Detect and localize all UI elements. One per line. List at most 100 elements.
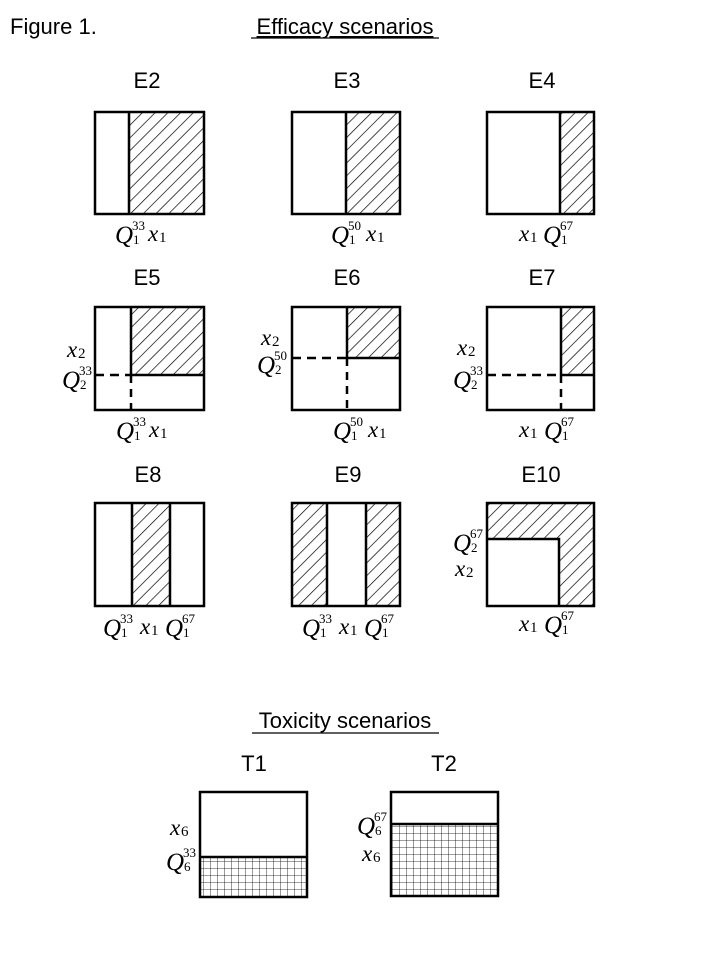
q-subscript: 1 [320, 625, 327, 640]
x-subscript: 1 [379, 426, 387, 442]
cut-line [487, 537, 561, 606]
figure-label: Figure 1. [10, 14, 97, 39]
hatched-region [347, 307, 400, 358]
x-subscript: 2 [272, 334, 280, 350]
q-subscript: 6 [184, 859, 191, 874]
x-symbol: x [367, 417, 379, 442]
panel-title-e8: E8 [135, 462, 162, 487]
q-symbol: Q [364, 615, 382, 642]
x-symbol: x [365, 221, 377, 246]
panel-title-e4: E4 [529, 68, 556, 93]
q-subscript: 1 [562, 428, 569, 443]
x-subscript: 6 [181, 824, 189, 840]
q-symbol: Q [544, 612, 562, 639]
q-symbol: Q [103, 615, 121, 642]
q-superscript: 33 [133, 414, 146, 429]
q-subscript: 2 [471, 377, 478, 392]
panel-box [290, 305, 402, 412]
panel-title-e2: E2 [134, 68, 161, 93]
q-subscript: 1 [134, 428, 141, 443]
panel-box [93, 501, 206, 608]
q-subscript: 1 [133, 232, 140, 247]
q-subscript: 6 [375, 823, 382, 838]
q-subscript: 1 [183, 625, 190, 640]
q-superscript: 67 [381, 611, 395, 626]
q-subscript: 1 [561, 232, 568, 247]
x-symbol: x [454, 556, 466, 581]
q-superscript: 67 [561, 608, 575, 623]
q-superscript: 67 [561, 414, 575, 429]
x-symbol: x [169, 815, 181, 840]
q-subscript: 2 [275, 362, 282, 377]
x-symbol: x [518, 417, 530, 442]
q-superscript: 67 [374, 809, 388, 824]
x-symbol: x [361, 841, 373, 866]
hatched-region [129, 112, 204, 214]
panel-title-e10: E10 [521, 462, 560, 487]
panel-title-e9: E9 [335, 462, 362, 487]
x-subscript: 6 [373, 850, 381, 866]
q-symbol: Q [257, 352, 275, 379]
panel-title-e5: E5 [134, 265, 161, 290]
hatched-region [487, 503, 594, 606]
panel-box [290, 501, 402, 608]
x-symbol: x [139, 614, 151, 639]
q-superscript: 50 [274, 348, 287, 363]
panel-box [290, 110, 402, 216]
panel-title-e3: E3 [334, 68, 361, 93]
q-symbol: Q [453, 367, 471, 394]
x-subscript: 1 [160, 426, 168, 442]
q-superscript: 67 [470, 526, 484, 541]
x-subscript: 1 [530, 230, 538, 246]
x-symbol: x [147, 221, 159, 246]
panel-box [485, 305, 596, 412]
q-superscript: 50 [348, 218, 361, 233]
panel-box [93, 305, 206, 412]
panel-box [389, 790, 500, 898]
x-symbol: x [338, 614, 350, 639]
panel-box [485, 501, 596, 608]
q-subscript: 1 [121, 625, 128, 640]
x-symbol: x [260, 325, 272, 350]
panel-e7 [485, 305, 596, 412]
panel-e8 [93, 501, 206, 608]
q-symbol: Q [357, 813, 375, 840]
q-subscript: 1 [562, 622, 569, 637]
x-subscript: 2 [468, 344, 476, 360]
x-subscript: 1 [530, 426, 538, 442]
x-subscript: 1 [377, 230, 385, 246]
hatched-region [561, 307, 594, 375]
panel-title-e7: E7 [529, 265, 556, 290]
panel-e2 [93, 110, 206, 216]
x-subscript: 2 [466, 565, 474, 581]
q-subscript: 1 [351, 428, 358, 443]
q-subscript: 1 [382, 625, 389, 640]
panel-box [485, 110, 596, 216]
panel-e4 [485, 110, 596, 216]
hatched-region [132, 503, 170, 606]
panel-e6 [290, 305, 402, 412]
panel-e10 [485, 501, 596, 608]
q-symbol: Q [543, 222, 561, 249]
